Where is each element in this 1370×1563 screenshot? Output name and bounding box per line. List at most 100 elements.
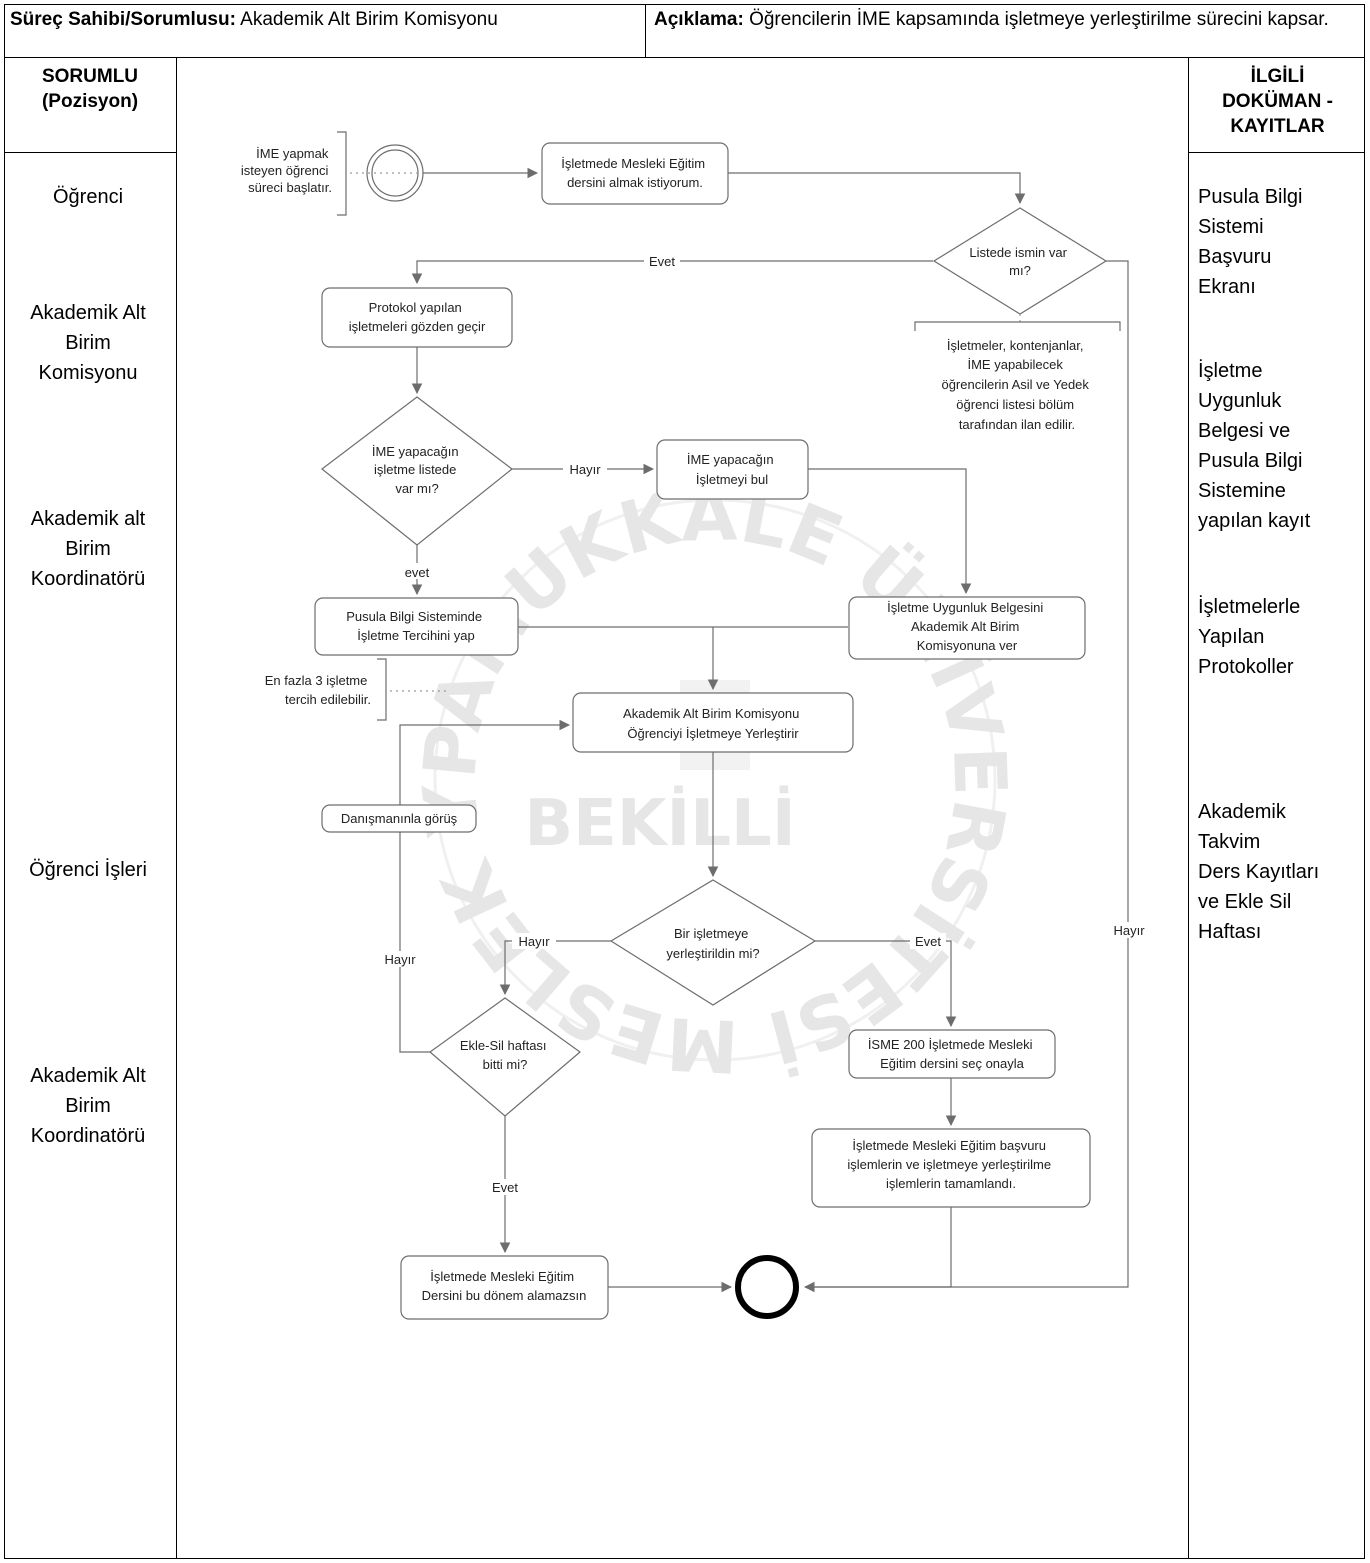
svg-text:İşletme Uygunluk Belgesini: İşletme Uygunluk Belgesini Akademik Alt …	[887, 600, 1047, 653]
preference-note-text: En fazla 3 işletme tercih edilebilir.	[265, 673, 371, 707]
edge-label-hayir: Hayır	[384, 952, 416, 967]
preference-annotation: En fazla 3 işletme tercih edilebilir.	[265, 658, 450, 721]
end-node	[735, 1255, 799, 1319]
edge-week-not-over	[399, 719, 571, 1053]
svg-text:Listede ismin var mı?: Listede ismin var mı?	[969, 245, 1070, 278]
edge-find-to-certificate	[808, 468, 972, 595]
step-cannot-take: İşletmede Mesleki Eğitim Dersini bu döne…	[400, 1255, 609, 1320]
role-line: Birim	[65, 332, 111, 354]
watermark-seal: PAMUKKALE ÜNİVERSİTESİ MESLEK YÜKSEKOKUL…	[0, 0, 1023, 1088]
doc-line: Haftası	[1198, 921, 1262, 943]
role-line: Öğrenci İşleri	[29, 859, 147, 881]
edge-yes-to-review	[411, 260, 933, 285]
doc-line: ve Ekle Sil	[1198, 891, 1292, 913]
process-owner-label: Süreç Sahibi/Sorumlusu:	[10, 9, 236, 30]
watermark-center-text: BEKİLLİ	[524, 785, 795, 861]
step-pusula-preference: Pusula Bilgi Sisteminde İşletme Tercihin…	[314, 597, 519, 656]
doc-line: Sistemi	[1198, 216, 1264, 238]
svg-text:Ekle-Sil haftası bitti m: Ekle-Sil haftası bitti mi?	[460, 1038, 550, 1072]
list-annotation: İşletmeler, kontenjanlar, İME yapabilece…	[914, 314, 1121, 432]
step-advisor: Danışmanınla görüş	[321, 804, 477, 833]
decision-placed: Bir işletmeye yerleştirildin mi?	[609, 879, 817, 1006]
step-certificate: İşletme Uygunluk Belgesini Akademik Alt …	[848, 596, 1086, 660]
doc-line: İşletmelerle	[1198, 596, 1301, 618]
right-col-divider	[1188, 57, 1189, 1559]
responsible-column-title: SORUMLU (Pozisyon)	[4, 64, 176, 114]
doc-line: Protokoller	[1198, 656, 1294, 678]
role-komisyon: Akademik Alt Birim Komisyonu	[0, 298, 176, 388]
process-owner: Süreç Sahibi/Sorumlusu: Akademik Alt Bir…	[4, 4, 645, 35]
documents-title-line: KAYITLAR	[1230, 116, 1325, 137]
doc-uygunluk: İşletme Uygunluk Belgesi ve Pusula Bilgi…	[1198, 356, 1363, 536]
svg-text:İME yapacağın İşletmeyi: İME yapacağın İşletmeyi bul	[687, 452, 777, 487]
left-head-divider	[4, 152, 176, 153]
decision-in-list: Listede ismin var mı?	[932, 207, 1108, 315]
edge-done-to-end	[805, 1207, 952, 1288]
step-isme-200: İSME 200 İşletmede Mesleki Eğitim dersin…	[848, 1029, 1056, 1079]
doc-line: Uygunluk	[1198, 390, 1282, 412]
doc-line: yapılan kayıt	[1198, 510, 1311, 532]
svg-text:Danışmanınla görüş: Danışmanınla görüş	[341, 811, 458, 826]
process-description-value: Öğrencilerin İME kapsamında işletmeye ye…	[749, 9, 1329, 30]
start-node	[366, 144, 424, 202]
watermark-ring-text: PAMUKKALE ÜNİVERSİTESİ MESLEK YÜKSEKOKUL…	[0, 0, 1023, 1088]
table-frame	[4, 4, 1365, 1559]
step-place-student: Akademik Alt Birim Komisyonu Öğrenciyi İ…	[572, 692, 854, 753]
step-completed: İşletmede Mesleki Eğitim başvuru işlemle…	[811, 1128, 1091, 1208]
svg-text:İSME 200 İşletmede Mesleki: İSME 200 İşletmede Mesleki Eğitim dersin…	[868, 1037, 1036, 1071]
svg-text:Akademik Alt Birim Komisyonu: Akademik Alt Birim Komisyonu Öğrenciyi İ…	[623, 706, 803, 741]
edge-label-evet: Evet	[492, 1180, 518, 1195]
svg-text:İşletmede Mesleki Eğitim başvu: İşletmede Mesleki Eğitim başvuru işlemle…	[847, 1138, 1054, 1191]
edge-label-evet: Evet	[915, 934, 941, 949]
role-ogrenci-isleri: Öğrenci İşleri	[0, 855, 176, 885]
role-line: Akademik Alt	[30, 302, 146, 324]
role-line: Akademik alt	[30, 508, 146, 530]
edge-label-hayir: Hayır	[1113, 923, 1145, 938]
svg-text:İME yapacağın işletme li: İME yapacağın işletme listede var mı?	[372, 444, 462, 496]
doc-line: Pusula Bilgi	[1198, 450, 1303, 472]
step-review-companies: Protokol yapılan işletmeleri gözden geçi…	[321, 287, 513, 348]
role-line: Koordinatörü	[30, 568, 146, 590]
process-description: Açıklama: Öğrencilerin İME kapsamında iş…	[648, 4, 1360, 35]
svg-text:İşletmede Mesleki Eğitim: İşletmede Mesleki Eğitim Dersini bu döne…	[422, 1269, 587, 1303]
header-row-divider	[4, 57, 1365, 58]
role-line: Birim	[65, 1095, 111, 1117]
header-col-divider	[645, 4, 646, 58]
edge-placed	[815, 940, 957, 1028]
doc-line: Ekranı	[1198, 276, 1256, 298]
doc-line: İşletme	[1198, 360, 1263, 382]
documents-column-title: İLGİLİ DOKÜMAN - KAYITLAR	[1190, 64, 1365, 139]
start-annotation: İME yapmak isteyen öğrenci süreci başlat…	[241, 131, 423, 216]
role-koordinator: Akademik alt Birim Koordinatörü	[0, 504, 176, 594]
edge-label-hayir: Hayır	[569, 462, 601, 477]
edge-label-evet: Evet	[649, 254, 675, 269]
edge-no-to-end	[803, 260, 1129, 1293]
doc-line: Belgesi ve	[1198, 420, 1291, 442]
edge-not-placed	[499, 940, 611, 996]
role-line: Komisyonu	[38, 362, 138, 384]
doc-pusula: Pusula Bilgi Sistemi Başvuru Ekranı	[1198, 182, 1363, 302]
svg-text:Pusula Bilgi Sisteminde: Pusula Bilgi Sisteminde İşletme Tercihin…	[346, 609, 485, 643]
doc-line: Takvim	[1198, 831, 1261, 853]
documents-title-line: İLGİLİ	[1250, 66, 1305, 87]
role-line: Öğrenci	[52, 186, 124, 208]
svg-text:Protokol yapılan işletme: Protokol yapılan işletmeleri gözden geçi…	[349, 300, 486, 334]
documents-title-line: DOKÜMAN -	[1222, 91, 1333, 112]
role-line: Akademik Alt	[30, 1065, 146, 1087]
role-ogrenci: Öğrenci	[0, 182, 176, 212]
step-find-company: İME yapacağın İşletmeyi bul	[656, 439, 809, 500]
doc-line: Akademik	[1198, 801, 1286, 823]
step-want-course: İşletmede Mesleki Eğitim dersini almak i…	[541, 142, 729, 205]
role-line: Birim	[65, 538, 111, 560]
doc-line: Başvuru	[1198, 246, 1272, 268]
role-line: Koordinatörü	[30, 1125, 146, 1147]
process-owner-value: Akademik Alt Birim Komisyonu	[240, 9, 498, 30]
responsible-title-line: SORUMLU	[41, 66, 139, 87]
edge-want-to-question	[728, 172, 1026, 205]
list-note-text: İşletmeler, kontenjanlar, İME yapabilece…	[941, 338, 1092, 432]
svg-text:Bir işletmeye yerleştiri: Bir işletmeye yerleştirildin mi?	[666, 926, 759, 961]
start-note-text: İME yapmak isteyen öğrenci süreci başlat…	[241, 146, 332, 195]
doc-line: Yapılan	[1198, 626, 1265, 648]
edge-label-hayir: Hayır	[518, 934, 550, 949]
